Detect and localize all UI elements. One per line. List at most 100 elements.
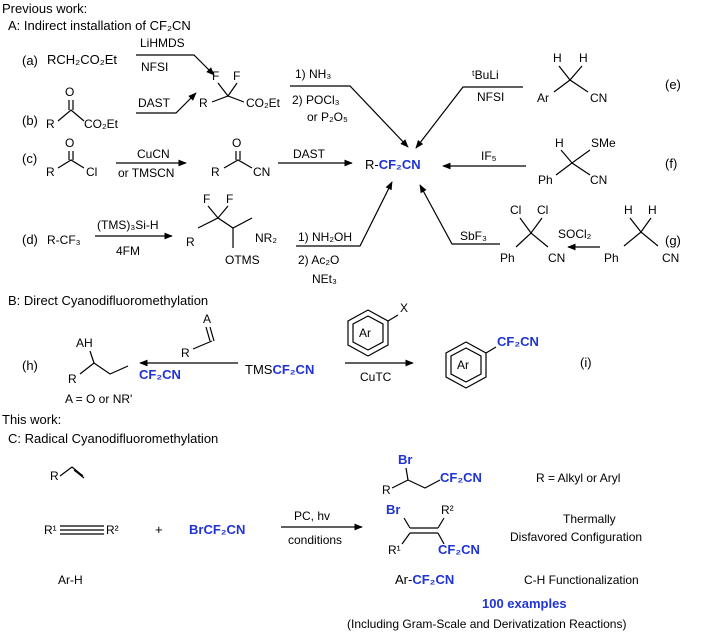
svg-text:R: R — [211, 165, 220, 179]
route-label-f: (f) — [665, 156, 677, 171]
svg-text:Br: Br — [398, 452, 412, 467]
arrow-g-to-product — [419, 184, 500, 245]
svg-text:R: R — [46, 165, 55, 179]
svg-text:R²: R² — [441, 503, 454, 517]
reagent-nfsi-e: NFSI — [477, 90, 504, 104]
svg-text:Ph: Ph — [604, 251, 619, 265]
svg-text:AH: AH — [76, 336, 93, 350]
svg-text:F: F — [212, 69, 219, 83]
reagent-dast-c: DAST — [293, 147, 326, 161]
route-label-c: (c) — [22, 151, 37, 166]
route-label-e: (e) — [665, 77, 681, 92]
svg-text:OTMS: OTMS — [225, 253, 260, 267]
reagent-tbuli: ᵗBuLi — [472, 68, 499, 82]
reagent-pocl3: 2) POCl₃ — [292, 93, 340, 107]
ketoester-structure: O R CO₂Et — [46, 85, 119, 131]
route-label-d: (d) — [22, 232, 38, 247]
ester-substrate-a: RCH₂CO₂Et — [47, 52, 117, 67]
reagent-nh3: 1) NH₃ — [295, 67, 331, 81]
reagent-cutc: CuTC — [360, 370, 392, 384]
thermally-label: Thermally — [563, 512, 616, 526]
reagent-socl2: SOCl₂ — [558, 227, 592, 241]
route-label-i: (i) — [580, 355, 592, 370]
reagent-lihmds: LiHMDS — [140, 36, 185, 50]
cf2cn-group-alkyne: CF₂CN — [438, 542, 480, 557]
reagent-p2o5: or P₂O₅ — [307, 110, 348, 124]
reagent-cucn: CuCN — [137, 147, 170, 161]
examples-footnote: (Including Gram-Scale and Derivatization… — [347, 617, 626, 631]
arrow-d-to-product — [296, 181, 393, 247]
svg-text:R: R — [186, 235, 195, 249]
svg-text:R: R — [50, 469, 59, 483]
alkene-substrate: R — [50, 466, 85, 483]
svg-text:Cl: Cl — [510, 203, 521, 217]
alkene-product: Br R — [382, 452, 441, 497]
this-work-heading: This work: — [2, 412, 61, 427]
svg-text:X: X — [400, 301, 408, 315]
svg-text:CN: CN — [662, 251, 679, 265]
svg-text:Cl: Cl — [537, 203, 548, 217]
examples-count: 100 examples — [482, 596, 567, 611]
svg-text:F: F — [203, 192, 210, 206]
svg-text:SMe: SMe — [591, 136, 616, 150]
arene-product: Ar-CF₂CN — [395, 572, 454, 587]
reagent-sbf3: SbF₃ — [460, 229, 487, 243]
svg-text:O: O — [232, 136, 241, 150]
arene-substrate: Ar-H — [58, 573, 83, 587]
svg-text:R: R — [382, 483, 391, 497]
svg-text:Ph: Ph — [500, 251, 515, 265]
ester-group: CO₂Et — [246, 96, 281, 110]
arrow-a — [136, 54, 215, 76]
reagent-nfsi-a: NFSI — [141, 60, 168, 74]
central-product: R-CF₂CN — [365, 157, 421, 172]
route-label-g: (g) — [665, 233, 681, 248]
svg-text:Ar: Ar — [457, 358, 469, 372]
svg-text:Ph: Ph — [538, 173, 553, 187]
phenylacetonitrile-g: H H Ph CN — [604, 203, 679, 265]
acyl-chloride-structure: O R Cl — [46, 136, 97, 179]
acyl-cyanide-structure: O R CN — [211, 136, 270, 179]
silyl-ether-intermediate: F F R NR₂ OTMS — [186, 192, 277, 267]
reagent-nh2oh: 1) NH₂OH — [298, 230, 352, 244]
svg-text:R¹: R¹ — [44, 523, 57, 537]
route-label-a: (a) — [22, 53, 38, 68]
reagent-4fm: 4FM — [116, 244, 140, 258]
cf2cn-group-i: CF₂CN — [497, 334, 539, 349]
aryl-halide-reagent: Ar X — [347, 301, 408, 357]
conditions-label: conditions — [288, 533, 342, 547]
svg-text:Ar: Ar — [537, 91, 549, 105]
aryl-acetonitrile-e: H H Ar CN — [537, 51, 607, 105]
svg-text:CN: CN — [253, 165, 270, 179]
svg-text:H: H — [624, 203, 633, 217]
conditions-pc-hv: PC, hv — [294, 509, 330, 523]
trifluoromethyl-substrate: R-CF₃ — [47, 233, 81, 247]
svg-text:O: O — [65, 85, 74, 99]
arrow-ab-to-product — [290, 85, 409, 148]
reagent-dast-b: DAST — [138, 96, 171, 110]
svg-text:NR₂: NR₂ — [255, 231, 277, 245]
svg-text:CN: CN — [590, 173, 607, 187]
reagent-if5: IF₅ — [481, 149, 497, 163]
reagent-ac2o: 2) Ac₂O — [298, 253, 339, 267]
svg-text:R: R — [199, 96, 208, 110]
svg-text:R: R — [68, 372, 77, 386]
svg-text:CN: CN — [590, 91, 607, 105]
svg-text:Ar: Ar — [359, 326, 371, 340]
svg-text:H: H — [555, 136, 564, 150]
section-b-heading: B: Direct Cyanodifluoromethylation — [8, 293, 208, 308]
svg-text:R²: R² — [106, 523, 119, 537]
thioether-nitrile-f: H SMe Ph CN — [538, 136, 616, 187]
reagent-tms3sih: (TMS)₃Si-H — [97, 218, 159, 232]
svg-text:A: A — [203, 312, 211, 326]
a-definition-note: A = O or NR' — [65, 392, 132, 406]
reagent-net3: NEt₃ — [312, 272, 337, 286]
aryl-cf2cn-product-i: Ar — [445, 341, 497, 389]
svg-text:O: O — [65, 136, 74, 150]
cf2cn-group-h: CF₂CN — [139, 367, 181, 382]
brcf2cn-reagent: BrCF₂CN — [189, 522, 245, 537]
r-definition: R = Alkyl or Aryl — [536, 471, 620, 485]
imine-carbonyl-reagent: A R — [181, 312, 215, 360]
arrow-e-to-product — [415, 86, 523, 149]
svg-text:F: F — [233, 69, 240, 83]
